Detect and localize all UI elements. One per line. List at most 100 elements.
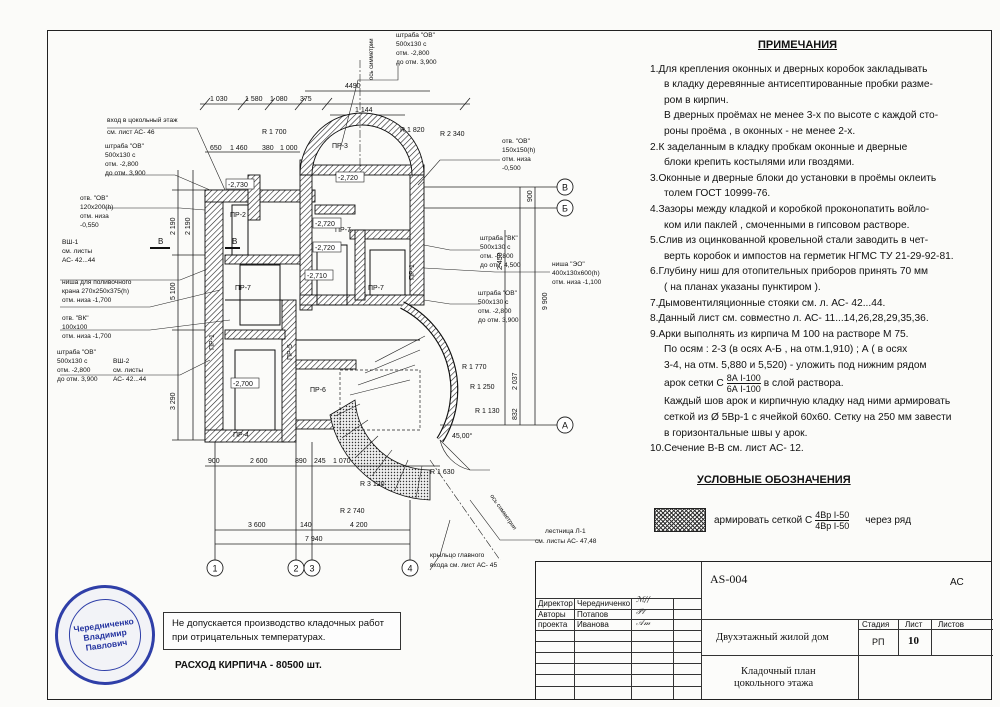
mesh-text-after: в слой раствора. (763, 377, 844, 389)
room-label-0: ПР-2 (230, 212, 246, 219)
level-3: -2,720 (315, 245, 335, 252)
note-line: 8.Данный лист см. совместно л. АС- 11...… (650, 313, 929, 325)
tb-divider (536, 641, 701, 642)
warning-note: Не допускается производство кладочных ра… (163, 612, 401, 650)
dim-top-5: 1 144 (355, 107, 373, 114)
axis-bubbles-bottom (206, 559, 419, 577)
svg-text:400х130х600(h): 400х130х600(h) (552, 270, 600, 277)
legend-frac-top: 4Вр I-50 (815, 509, 850, 521)
spiral-stair (329, 399, 431, 501)
svg-text:отм. низа -1,700: отм. низа -1,700 (62, 333, 112, 340)
axis-bubbles-right (556, 178, 574, 434)
dim-bottom-0: 900 (208, 458, 220, 465)
svg-text:500х130 с: 500х130 с (57, 358, 88, 365)
tb-divider (858, 629, 993, 630)
dim-right-2: 2 450 (497, 252, 504, 270)
note-line: верть коробок и импостов на герметик НГМ… (664, 250, 954, 262)
svg-text:см. лист АС- 46: см. лист АС- 46 (107, 129, 155, 136)
svg-text:ниша "ЭО": ниша "ЭО" (552, 261, 585, 268)
room-label-7: ПР-7 (335, 227, 351, 234)
room-label-8: ПР-7 (368, 285, 384, 292)
svg-text:отм. -0,800: отм. -0,800 (480, 253, 514, 260)
room-label-6: ПР-7 (235, 285, 251, 292)
note-line: По осям : 2-3 (в осях А-Б , на отм.1,910… (664, 344, 908, 356)
note-line: 1.Для крепления оконных и дверных коробо… (650, 63, 928, 75)
legend-text-after: через ряд (865, 514, 912, 526)
dim-top-7: 1 460 (230, 145, 248, 152)
note-line: 2.К заделанным в кладку пробкам оконные … (650, 141, 908, 153)
radius-3: R 1 770 (462, 364, 487, 371)
seal-inner: Чередниченко Владимир Павлович (64, 594, 146, 676)
svg-text:отв. "ОВ": отв. "ОВ" (80, 195, 109, 202)
dim-left-0: 2 190 (170, 217, 177, 235)
dim-top-3: 375 (300, 96, 312, 103)
stair-well-outline (339, 369, 421, 431)
exterior-walls (204, 159, 425, 443)
col-sheet: Лист (905, 620, 923, 629)
dim-bottom-4: 1 070 (333, 458, 351, 465)
svg-text:штраба "ОВ": штраба "ОВ" (105, 142, 145, 150)
axis-4-label: 4 (407, 564, 412, 574)
tb-divider (536, 619, 993, 620)
note-line-mesh: арок сетки С 8А I-100 6А I-100 в слой ра… (650, 373, 985, 394)
role-director: Директор (538, 599, 573, 608)
project-name: Двухэтажный жилой дом (716, 632, 829, 643)
bottom-axis-lines (205, 442, 440, 560)
legend-row: армировать сеткой С 4Вр I-50 4Вр I-50 че… (654, 508, 911, 532)
dim-right-0: 900 (527, 190, 534, 202)
dim-bottom-1: 2 600 (250, 458, 268, 465)
radius-2: R 2 340 (440, 131, 465, 138)
dim-top-8: 380 (262, 145, 274, 152)
svg-text:АС- 42...44: АС- 42...44 (113, 376, 147, 383)
axis-b-label: Б (562, 204, 568, 214)
radius-6: R 3 120 (360, 481, 385, 488)
svg-text:вход в цокольный этаж: вход в цокольный этаж (107, 116, 178, 124)
svg-text:ниша для поливочного: ниша для поливочного (62, 279, 132, 286)
svg-text:крана 270х250х375(h): крана 270х250х375(h) (62, 288, 129, 295)
svg-text:отв. "ОВ": отв. "ОВ" (502, 138, 531, 145)
svg-text:отм. -2,800: отм. -2,800 (57, 367, 91, 374)
mesh-text-before: арок сетки С (664, 377, 724, 389)
stair-treads (334, 335, 426, 499)
dim-right-4: 832 (512, 408, 519, 420)
tb-divider (574, 598, 575, 699)
note-line: 3.Оконные и дверные блоки до установки в… (650, 172, 937, 184)
sheet-value: 10 (908, 635, 919, 647)
stage-mark: АС (950, 577, 964, 588)
svg-text:до отм. 3,900: до отм. 3,900 (105, 170, 146, 177)
col-stage: Стадия (862, 620, 890, 629)
radius-5: R 1 130 (475, 408, 500, 415)
room-label-1: ПР-1 (209, 334, 216, 350)
document-code: AS-004 (710, 572, 748, 586)
legend-frac-bottom: 4Вр I-50 (815, 520, 850, 531)
svg-text:отм. -2,800: отм. -2,800 (478, 308, 512, 315)
tb-divider (673, 598, 674, 699)
radius-1: R 1 820 (400, 127, 425, 134)
name-author-1: Потапов (577, 610, 609, 619)
svg-text:отм. низа -1,700: отм. низа -1,700 (62, 297, 112, 304)
callout-ov-right: отв. "ОВ" 150х150(h) отм. низа -0,500 (502, 138, 535, 172)
level-0: -2,730 (228, 182, 248, 189)
callout-porch: крыльцо главного входа см. лист АС- 45 (430, 552, 497, 569)
dim-bottom-8: 7 940 (305, 536, 323, 543)
dim-bottom-6: 140 (300, 522, 312, 529)
note-line: ром в кирпич. (664, 94, 729, 106)
svg-text:ВШ-2: ВШ-2 (113, 358, 130, 365)
name-author-2: Иванова (577, 620, 609, 629)
svg-text:500х130 с: 500х130 с (480, 244, 511, 251)
right-axis-lines (424, 186, 557, 426)
axis-2-label: 2 (293, 564, 298, 574)
svg-text:лестница Л-1: лестница Л-1 (545, 528, 586, 535)
note-line: 10.Сечение В-В см. лист АС- 12. (650, 443, 804, 455)
svg-text:отм. низа: отм. низа (502, 156, 531, 163)
tb-divider (631, 598, 632, 699)
note-line: ( на планах указаны пунктиром ). (664, 281, 821, 293)
dim-bottom-5: 3 600 (248, 522, 266, 529)
room-label-5: ПР-6 (310, 387, 326, 394)
svg-text:500х130 с: 500х130 с (396, 41, 427, 48)
tb-divider (536, 674, 701, 675)
room-label-9: ПР-1 (409, 264, 416, 280)
svg-text:500х130 с: 500х130 с (478, 299, 509, 306)
